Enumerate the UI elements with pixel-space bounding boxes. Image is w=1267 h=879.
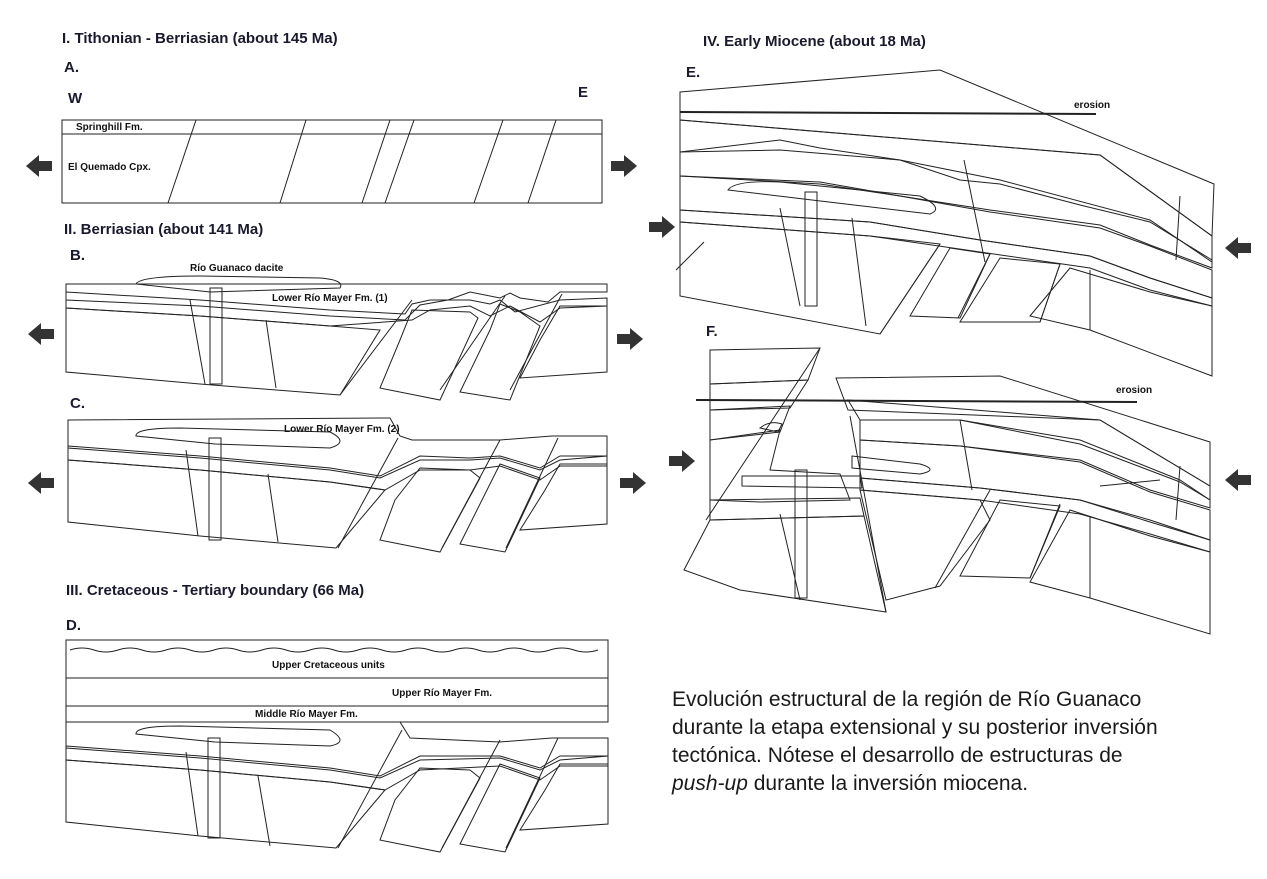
panel-e-section: erosion [649, 69, 1251, 377]
figure-caption: Evolución estructural de la región de Rí… [672, 686, 1252, 798]
caption-line-4-rest: durante la inversión miocena. [747, 772, 1029, 795]
panel-label-f: F. [706, 323, 718, 340]
heading-cretaceous-tertiary: III. Cretaceous - Tertiary boundary (66 … [66, 582, 364, 599]
panel-d-section: Upper Cretaceous units Upper Río Mayer F… [65, 639, 609, 853]
panel-label-b: B. [70, 247, 85, 264]
middle-rio-mayer-label: Middle Río Mayer Fm. [255, 709, 358, 720]
dacite-label: Río Guanaco dacite [190, 263, 284, 274]
extension-arrow-left-c-icon [28, 472, 54, 494]
panel-b-section: Río Guanaco dacite Lower Río Mayer Fm. (… [28, 263, 643, 401]
caption-emphasis: push-up [672, 772, 748, 795]
springhill-label: Springhill Fm. [76, 122, 143, 133]
erosion-label-f: erosion [1116, 385, 1152, 396]
east-label: E [578, 84, 588, 101]
extension-arrow-left-b-icon [28, 323, 54, 345]
panel-label-e: E. [686, 64, 700, 81]
caption-line-1: Evolución estructural de la región de Rí… [672, 688, 1142, 711]
caption-line-4: push-up durante la inversión miocena. [672, 770, 1252, 798]
west-label: W [68, 90, 83, 107]
caption-line-3: tectónica. Nótese el desarrollo de estru… [672, 744, 1123, 767]
compression-arrow-left-e-icon [1225, 237, 1251, 259]
panel-label-a: A. [64, 59, 79, 76]
upper-rio-mayer-label: Upper Río Mayer Fm. [392, 688, 492, 699]
heading-tithonian: I. Tithonian - Berriasian (about 145 Ma) [62, 30, 338, 47]
lower-rio-mayer-1-label: Lower Río Mayer Fm. (1) [272, 293, 388, 304]
extension-arrow-right-c-icon [620, 472, 646, 494]
heading-berriasian: II. Berriasian (about 141 Ma) [64, 221, 263, 238]
panel-a-section: W E Springhill Fm. El Quemado Cpx. [26, 84, 637, 204]
heading-early-miocene: IV. Early Miocene (about 18 Ma) [703, 33, 926, 50]
compression-arrow-left-f-icon [1225, 469, 1251, 491]
panel-label-c: C. [70, 395, 85, 412]
erosion-label-e: erosion [1074, 100, 1110, 111]
panel-label-d: D. [66, 617, 81, 634]
compression-arrow-right-f-icon [669, 450, 695, 472]
compression-arrow-right-e-icon [649, 216, 675, 238]
panel-f-section: erosion [669, 347, 1251, 635]
extension-arrow-left-icon [26, 155, 52, 177]
extension-arrow-right-icon [611, 155, 637, 177]
upper-cretaceous-label: Upper Cretaceous units [272, 660, 385, 671]
panel-c-section: Lower Río Mayer Fm. (2) [28, 417, 646, 553]
extension-arrow-right-b-icon [617, 328, 643, 350]
quemado-label: El Quemado Cpx. [68, 162, 151, 173]
caption-line-2: durante la etapa extensional y su poster… [672, 716, 1158, 739]
lower-rio-mayer-2-label: Lower Río Mayer Fm. (2) [284, 424, 400, 435]
